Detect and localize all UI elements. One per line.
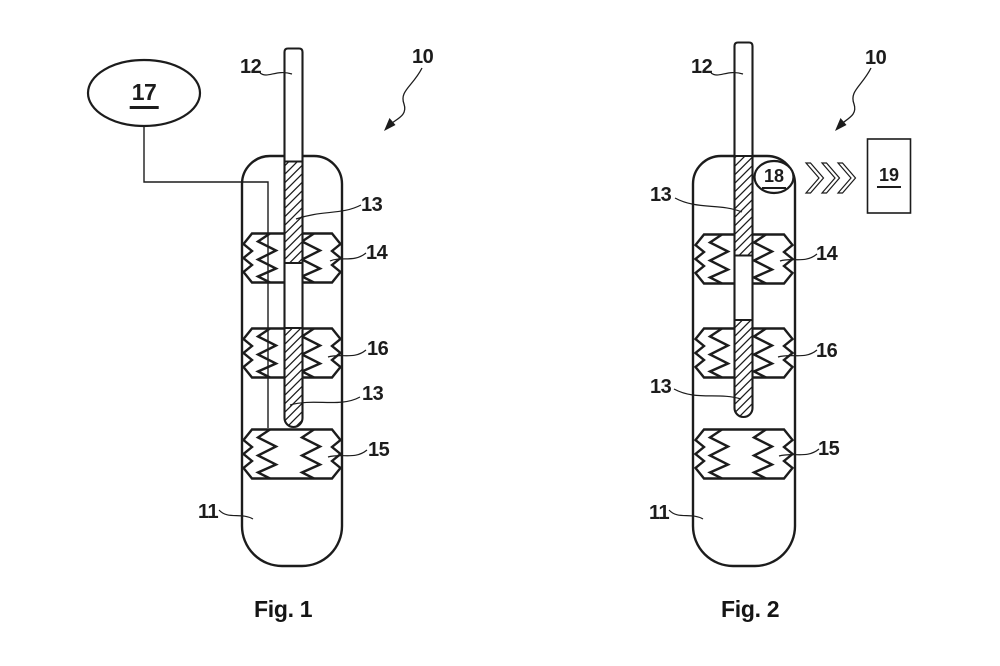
fig1-label-15: 15 — [368, 439, 390, 461]
fig1-label-10: 10 — [412, 46, 434, 68]
fig2-reference-arrow-10 — [835, 67, 872, 131]
fig1-label-14: 14 — [366, 242, 388, 264]
fig2-label-13-lower: 13 — [650, 376, 672, 398]
fig1-label-12: 12 — [240, 56, 262, 78]
signal-chevrons-icon — [804, 162, 857, 194]
fig2-drawing — [668, 41, 912, 568]
fig1-label-11: 11 — [198, 501, 219, 523]
fig1-control-wire — [143, 126, 269, 428]
fig2-label-19: 19 — [876, 166, 902, 188]
fig2-label-15: 15 — [818, 438, 840, 460]
fig2-label-12: 12 — [691, 56, 713, 78]
fig1-label-17: 17 — [129, 81, 159, 109]
fig1-leader-lines — [218, 71, 368, 520]
fig1-reference-arrow-10 — [384, 67, 423, 131]
fig2-sensor-ellipse — [753, 159, 795, 195]
fig1-piston-joint-lines — [284, 160, 303, 329]
fig2-elastomer-block-15 — [694, 428, 794, 480]
fig1-elastomer-block-15 — [242, 428, 342, 480]
fig2-piston-hatching — [734, 155, 753, 417]
fig1-drawing — [86, 47, 423, 568]
fig1-piston-hatching — [284, 161, 303, 428]
fig2-label-10: 10 — [865, 47, 887, 69]
fig2-caption: Fig. 2 — [721, 596, 780, 622]
fig2-label-18: 18 — [761, 167, 787, 189]
fig1-label-16: 16 — [367, 338, 389, 360]
fig2-leader-lines — [668, 71, 820, 520]
fig1-caption: Fig. 1 — [254, 596, 313, 622]
fig2-label-13-upper: 13 — [650, 184, 672, 206]
fig2-piston-joint-lines — [734, 155, 753, 321]
fig1-label-13-upper: 13 — [361, 194, 383, 216]
fig2-receiver-box — [866, 138, 912, 214]
fig1-label-13-lower: 13 — [362, 383, 384, 405]
fig2-label-11: 11 — [649, 502, 670, 524]
fig2-label-14: 14 — [816, 243, 838, 265]
fig2-label-16: 16 — [816, 340, 838, 362]
